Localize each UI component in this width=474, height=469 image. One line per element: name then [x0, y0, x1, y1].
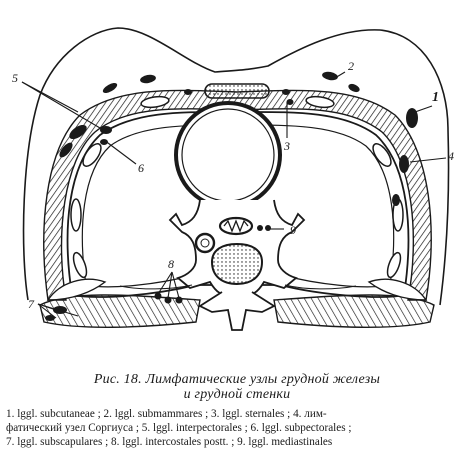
callout-2: 2 — [348, 59, 354, 73]
callout-7: 7 — [28, 297, 35, 311]
leader-lines — [21, 71, 447, 319]
callout-6: 6 — [138, 161, 144, 175]
aorta — [194, 232, 216, 254]
callout-9: 9 — [290, 223, 296, 237]
callout-8: 8 — [168, 257, 174, 271]
spinous-process — [198, 291, 276, 331]
legend-line-3: 7. lggl. subscapulares ; 8. lggl. interc… — [6, 436, 333, 448]
vertebral-body — [210, 242, 264, 286]
figure-caption: Рис. 18. Лимфатические узлы грудной желе… — [0, 372, 474, 402]
callout-3: 3 — [283, 139, 290, 153]
caption-line-2: и грудной стенки — [183, 387, 291, 402]
intercostal-strands — [119, 284, 357, 290]
callout-4: 4 — [448, 149, 454, 163]
heart-inner — [181, 108, 275, 202]
rib-sections — [70, 95, 404, 279]
caption-line-1: Рис. 18. Лимфатические узлы грудной желе… — [93, 372, 381, 387]
legend-line-2: фатический узел Соргиуса ; 5. lggl. inte… — [6, 422, 352, 434]
scapula-left — [46, 278, 107, 301]
scapula-right — [367, 278, 428, 301]
lymph-nodes — [45, 71, 418, 321]
anatomical-cross-section-figure: 1 2 3 4 5 6 7 8 9 — [12, 27, 454, 331]
sternum — [204, 83, 270, 99]
skin-outline — [22, 27, 450, 306]
back-muscles-right — [273, 294, 435, 328]
figure-legend: 1. lggl. subcutaneae ; 2. lggl. submamma… — [6, 407, 470, 449]
legend-line-1: 1. lggl. subcutaneae ; 2. lggl. submamma… — [6, 408, 327, 420]
callout-5: 5 — [12, 71, 18, 85]
callout-1: 1 — [432, 90, 439, 105]
